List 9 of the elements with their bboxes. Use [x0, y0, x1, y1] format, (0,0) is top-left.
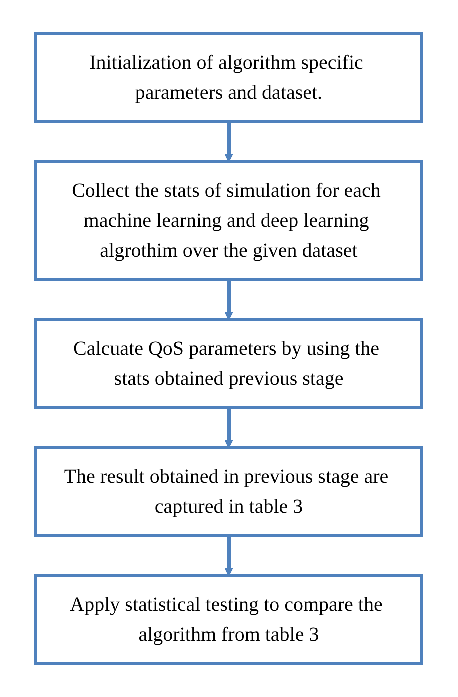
node-box: Collect the stats of simulation for each machine learning and deep learning algrothim over the given dataset — [34, 160, 424, 281]
arrow — [224, 536, 234, 576]
node-box: Calcuate QoS parameters by using the stats obtained previous stage — [34, 318, 424, 409]
arrow — [224, 280, 234, 320]
node-box: Initialization of algorithm specific parameters and dataset. — [34, 32, 424, 123]
arrow — [224, 408, 234, 448]
node-box: Apply statistical testing to compare the algorithm from table 3 — [34, 574, 424, 665]
node-box: The result obtained in previous stage are captured in table 3 — [34, 446, 424, 537]
arrow — [224, 122, 234, 162]
